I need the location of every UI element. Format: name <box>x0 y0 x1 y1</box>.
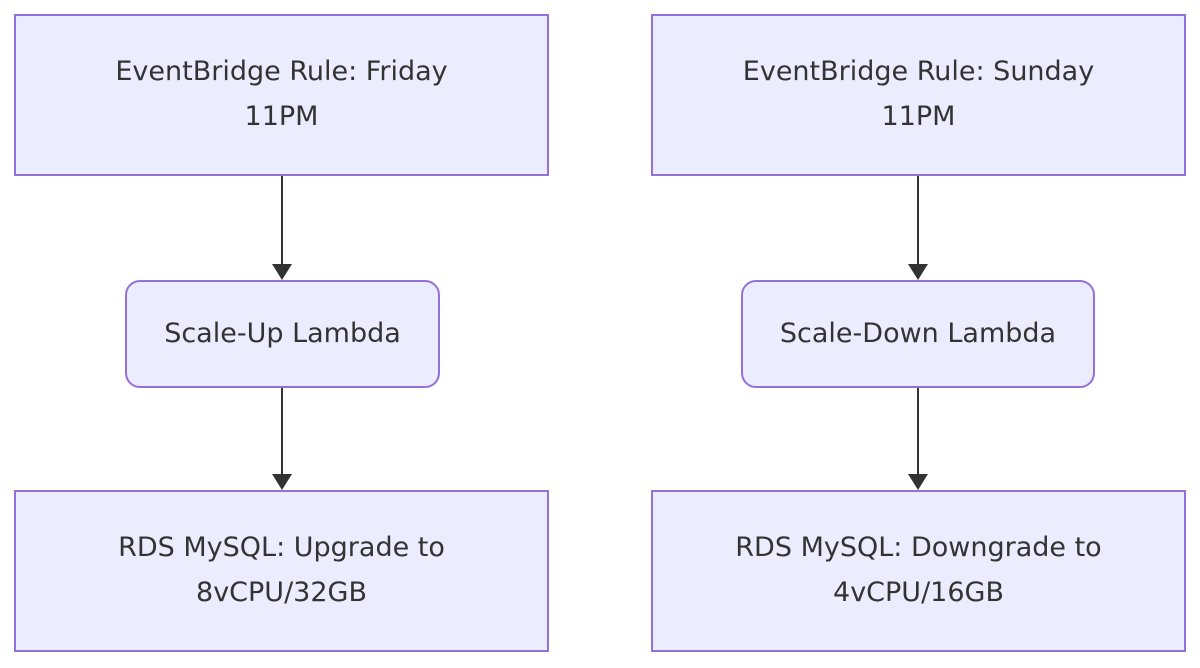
node-eventbridge-friday: EventBridge Rule: Friday 11PM <box>14 14 549 176</box>
arrowhead-down-icon <box>908 474 928 490</box>
edge-sunday-to-scaledown <box>908 176 928 280</box>
node-scale-down-lambda: Scale-Down Lambda <box>741 280 1095 388</box>
node-rds-downgrade: RDS MySQL: Downgrade to 4vCPU/16GB <box>651 490 1186 652</box>
node-scale-up-lambda: Scale-Up Lambda <box>125 280 440 388</box>
arrowhead-down-icon <box>272 474 292 490</box>
edge-scaleup-to-rds <box>272 388 292 490</box>
edge-line <box>917 176 919 264</box>
edge-friday-to-scaleup <box>272 176 292 280</box>
node-eventbridge-sunday: EventBridge Rule: Sunday 11PM <box>651 14 1186 176</box>
edge-line <box>917 388 919 474</box>
arrowhead-down-icon <box>272 264 292 280</box>
arrowhead-down-icon <box>908 264 928 280</box>
edge-scaledown-to-rds <box>908 388 928 490</box>
node-rds-upgrade: RDS MySQL: Upgrade to 8vCPU/32GB <box>14 490 549 652</box>
edge-line <box>281 176 283 264</box>
edge-line <box>281 388 283 474</box>
